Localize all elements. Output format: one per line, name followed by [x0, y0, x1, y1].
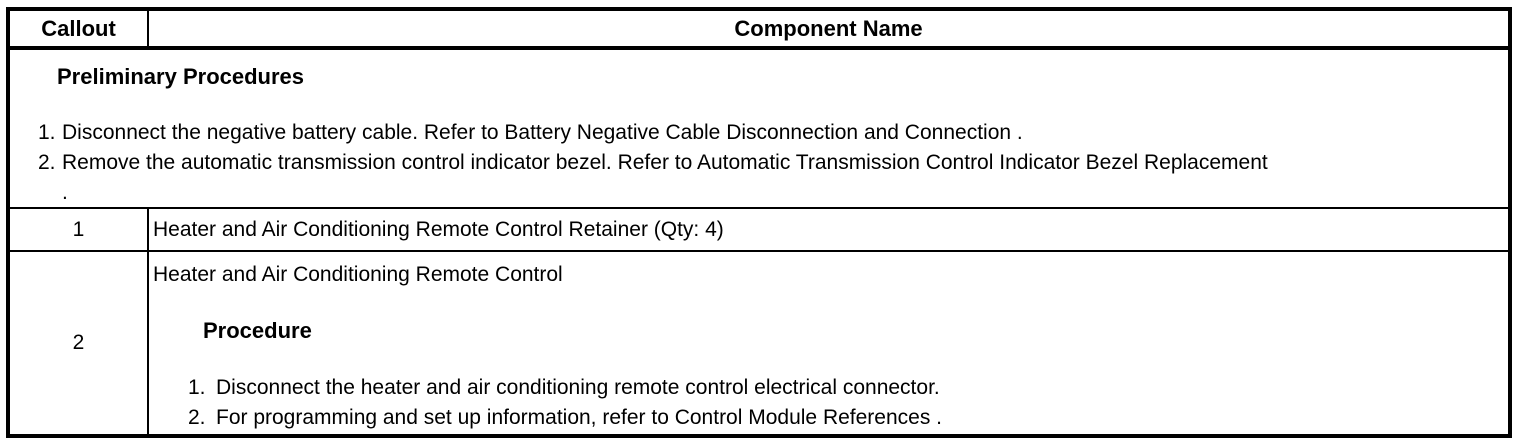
component-name-column-label: Component Name: [734, 15, 923, 41]
procedure-step-1-text: Disconnect the heater and air conditioni…: [216, 376, 940, 399]
table-header-row: Callout Component Name: [10, 11, 1508, 50]
preliminary-step-2-number: 2.: [38, 151, 56, 174]
preliminary-step-2-line-2: .: [62, 181, 68, 204]
procedure-steps-list: 1. Disconnect the heater and air conditi…: [153, 373, 1500, 433]
procedure-title: Procedure: [203, 318, 312, 343]
callout-2-value: 2: [72, 331, 85, 354]
preliminary-step-1-text: Disconnect the negative battery cable. R…: [62, 121, 1023, 144]
preliminary-step-2-line-1: Remove the automatic transmission contro…: [62, 151, 1268, 174]
callout-2-cell: 2: [10, 252, 149, 434]
callout-1-value: 1: [72, 217, 85, 241]
callout-1-cell: 1: [10, 209, 149, 250]
preliminary-procedures-section: Preliminary Procedures 1. Disconnect the…: [10, 50, 1508, 209]
callout-column-label: Callout: [41, 15, 116, 41]
procedure-step-2-number: 2.: [188, 406, 206, 429]
table-row-callout-2: 2 Heater and Air Conditioning Remote Con…: [10, 252, 1508, 434]
component-1-text: Heater and Air Conditioning Remote Contr…: [153, 217, 724, 241]
procedure-step-1: 1. Disconnect the heater and air conditi…: [188, 373, 1500, 403]
preliminary-step-1: 1. Disconnect the negative battery cable…: [38, 118, 1500, 148]
procedure-step-2-text: For programming and set up information, …: [216, 406, 943, 429]
procedure-step-2: 2. For programming and set up informatio…: [188, 403, 1500, 433]
preliminary-step-2: 2. Remove the automatic transmission con…: [38, 148, 1500, 207]
component-2-cell: Heater and Air Conditioning Remote Contr…: [149, 252, 1508, 434]
preliminary-step-2-text: Remove the automatic transmission contro…: [62, 148, 1500, 207]
preliminary-step-1-number: 1.: [38, 121, 56, 144]
callout-component-table: Callout Component Name Preliminary Proce…: [6, 7, 1512, 438]
procedure-step-1-number: 1.: [188, 376, 206, 399]
header-callout-cell: Callout: [10, 11, 149, 46]
preliminary-steps-list: 1. Disconnect the negative battery cable…: [38, 118, 1500, 207]
header-component-name-cell: Component Name: [149, 11, 1508, 46]
component-2-text: Heater and Air Conditioning Remote Contr…: [153, 263, 563, 286]
component-1-cell: Heater and Air Conditioning Remote Contr…: [149, 209, 1508, 250]
table-row-callout-1: 1 Heater and Air Conditioning Remote Con…: [10, 209, 1508, 252]
preliminary-procedures-title: Preliminary Procedures: [57, 64, 305, 89]
